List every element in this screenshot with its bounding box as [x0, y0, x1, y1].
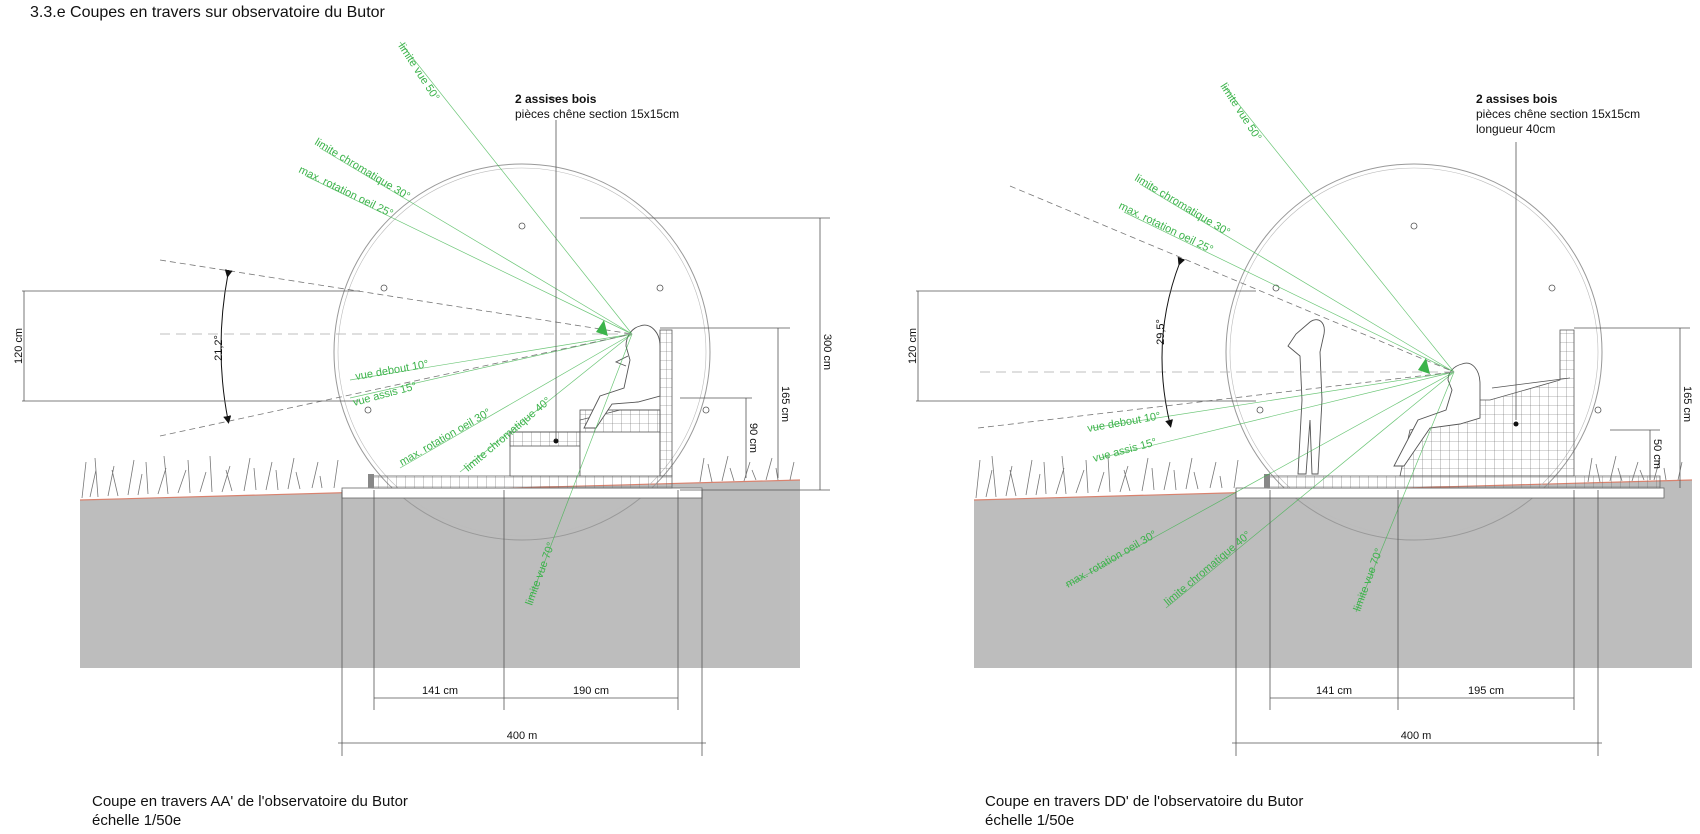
section-aa: 120 cm 21,2° 300 cm 165 cm 90 cm 141 cm … [13, 41, 833, 756]
grass-aa [81, 455, 795, 499]
angle-arc-dd [1161, 256, 1186, 428]
angle-label-aa: 21,2° [213, 335, 225, 361]
sight-lines-dd [1065, 85, 1455, 613]
section-dd: 120 cm 29,5° 165 cm 50 cm 141 cm 195 cm … [907, 81, 1693, 756]
standing-person-dd [1287, 319, 1325, 475]
dim-b-aa: 190 cm [573, 685, 609, 697]
caption-aa-line1: Coupe en travers AA' de l'observatoire d… [92, 793, 408, 810]
sight-vue50-aa: limite vue 50° [395, 41, 441, 103]
platform-dd [1235, 487, 1665, 499]
dim-left-aa: 120 cm [13, 328, 25, 364]
sight-vue50-dd: limite vue 50° [1217, 81, 1263, 143]
dim-seat-back-dd: 165 cm [1681, 386, 1693, 422]
page-title: 3.3.e Coupes en travers sur observatoire… [30, 4, 385, 21]
sight-assis15-dd: vue assis 15° [1092, 436, 1158, 465]
dim-b-dd: 195 cm [1468, 685, 1504, 697]
sight-debout10-aa: vue debout 10° [354, 358, 429, 383]
note-title-aa: 2 assises bois [515, 92, 597, 106]
sight-assis15-aa: vue assis 15° [352, 380, 418, 409]
dim-seat-dd: 50 cm [1651, 439, 1663, 469]
dome-aa [333, 163, 711, 541]
bench-dd [1399, 329, 1575, 477]
ground-aa [80, 480, 800, 668]
dim-total-height-aa: 300 cm [821, 334, 833, 370]
dim-a-dd: 141 cm [1316, 685, 1352, 697]
note-line1-dd: pièces chêne section 15x15cm [1476, 107, 1640, 121]
dim-seat-aa: 90 cm [747, 423, 759, 453]
note-title-dd: 2 assises bois [1476, 92, 1558, 106]
dim-a-aa: 141 cm [422, 685, 458, 697]
angle-label-dd: 29,5° [1155, 319, 1167, 345]
caption-aa: Coupe en travers AA' de l'observatoire d… [92, 792, 408, 830]
dim-seat-back-aa: 165 cm [779, 386, 791, 422]
dim-left-dd: 120 cm [907, 328, 919, 364]
caption-dd: Coupe en travers DD' de l'observatoire d… [985, 792, 1303, 830]
dim-total-aa: 400 m [507, 730, 538, 742]
caption-dd-line1: Coupe en travers DD' de l'observatoire d… [985, 793, 1304, 810]
ground-dd [974, 480, 1692, 668]
sight-lines-aa [305, 41, 633, 601]
caption-dd-line2: échelle 1/50e [985, 812, 1075, 829]
platform-aa [341, 487, 703, 499]
note-line1-aa: pièces chêne section 15x15cm [515, 107, 679, 121]
caption-aa-line2: échelle 1/50e [92, 812, 182, 829]
note-line2-dd: longueur 40cm [1476, 122, 1555, 136]
dome-dd [1225, 163, 1603, 541]
dim-total-dd: 400 m [1401, 730, 1432, 742]
grass-dd [975, 455, 1683, 499]
